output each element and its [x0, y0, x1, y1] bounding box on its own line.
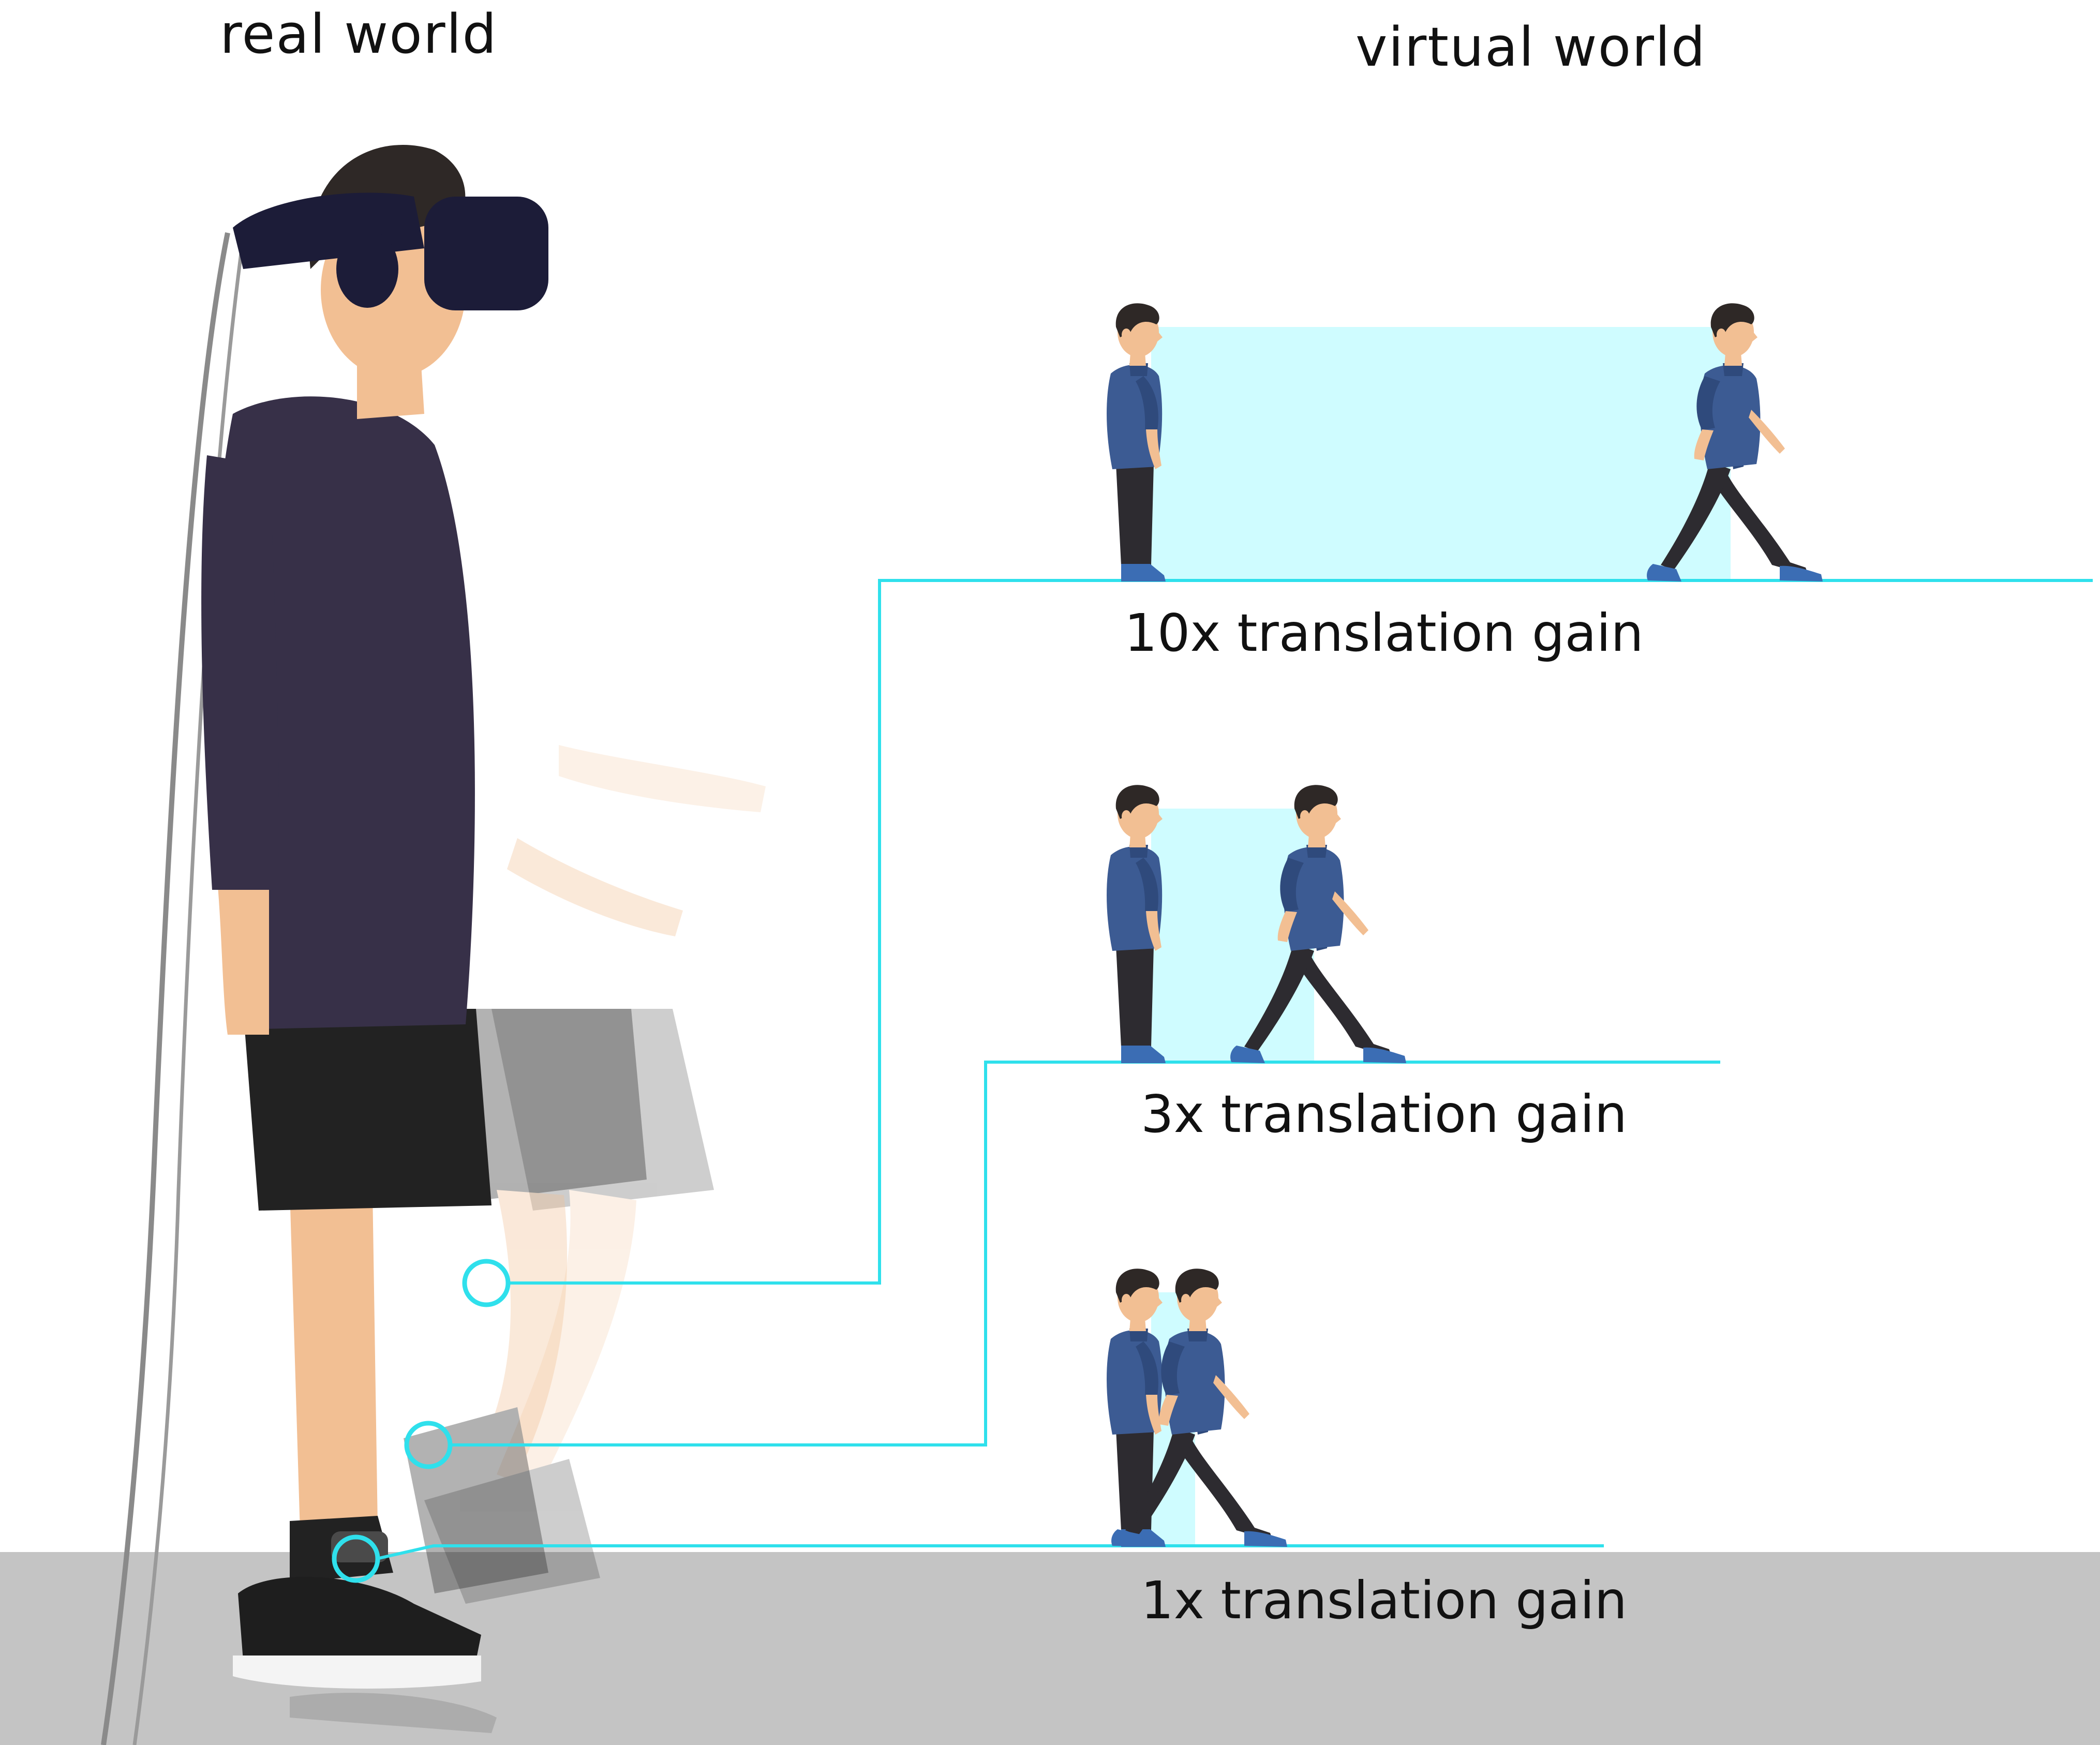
virtual-world-heading: virtual world: [1356, 16, 1706, 79]
tracker-highlight-circle: [404, 1421, 453, 1469]
gain-label-3x: 3x translation gain: [1141, 1084, 1627, 1144]
gain-level-3: [404, 785, 1720, 1469]
gain-level-1: [332, 1269, 1604, 1583]
travel-distance-highlight: [1151, 327, 1731, 580]
tracker-highlight-circle: [332, 1534, 380, 1583]
tracker-connector-line: [376, 1544, 1604, 1560]
real-world-person: [101, 144, 766, 1745]
tracker-highlight-circle: [462, 1259, 511, 1307]
gain-label-10x: 10x translation gain: [1124, 603, 1644, 663]
gain-label-1x: 1x translation gain: [1141, 1570, 1627, 1631]
motion-trail-far: [424, 745, 766, 1604]
vr-headset-icon: [233, 192, 548, 310]
translation-gain-lanes: [332, 303, 2093, 1583]
gain-level-10: [462, 303, 2093, 1307]
real-world-heading: real world: [220, 3, 498, 66]
tracker-connector-line: [507, 579, 2093, 1285]
headset-cable: [101, 232, 230, 1745]
tracker-connector-line: [449, 1061, 1720, 1446]
